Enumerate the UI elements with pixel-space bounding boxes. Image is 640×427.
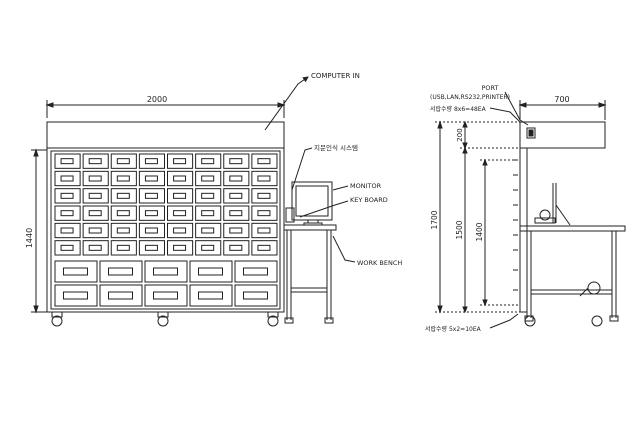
small-drawer — [110, 170, 137, 187]
large-drawer — [234, 284, 278, 307]
front-view — [31, 76, 356, 327]
small-drawer — [251, 153, 278, 169]
small-drawer — [223, 170, 250, 187]
small-drawer — [167, 188, 194, 204]
side-drawer-ticks — [513, 159, 518, 291]
large-drawer — [144, 284, 188, 307]
small-drawer-count-label: 서랍수량 8x6=48EA — [430, 105, 487, 113]
small-drawer — [195, 170, 222, 187]
height-dimension-label: 1440 — [25, 228, 34, 248]
small-drawer — [223, 240, 250, 256]
small-drawer — [167, 153, 194, 169]
large-drawer — [54, 260, 98, 283]
dim-1700-label: 1700 — [430, 210, 439, 229]
small-drawer — [54, 222, 81, 239]
small-drawer — [82, 188, 109, 204]
small-drawer — [223, 188, 250, 204]
large-drawer — [144, 260, 188, 283]
large-drawer — [99, 284, 143, 307]
small-drawer — [82, 205, 109, 221]
small-drawer — [167, 170, 194, 187]
small-drawer — [223, 153, 250, 169]
small-drawer — [54, 240, 81, 256]
small-drawer — [110, 240, 137, 256]
large-drawer-grid — [54, 260, 278, 307]
small-drawer — [54, 153, 81, 169]
caster-wheels — [51, 311, 279, 327]
small-drawer — [195, 205, 222, 221]
small-drawer — [251, 170, 278, 187]
small-drawer — [54, 188, 81, 204]
recognition-system-label: 지문인식 시스템 — [314, 143, 358, 152]
large-drawer — [99, 260, 143, 283]
small-drawer — [167, 240, 194, 256]
small-drawer — [251, 188, 278, 204]
computer-in-label: COMPUTER IN — [311, 72, 360, 80]
cabinet-top-panel — [46, 121, 285, 149]
small-drawer — [54, 205, 81, 221]
dim-1500-label: 1500 — [455, 220, 464, 239]
port-label: PORT — [481, 84, 498, 92]
small-drawer — [195, 240, 222, 256]
small-drawer — [54, 170, 81, 187]
large-drawer-count-label: 서랍수량 5x2=10EA — [425, 325, 482, 333]
small-drawer — [195, 188, 222, 204]
small-drawer — [138, 188, 165, 204]
small-drawer — [167, 222, 194, 239]
work-bench-side — [519, 225, 626, 322]
small-drawer — [138, 153, 165, 169]
small-drawer — [110, 153, 137, 169]
small-drawer — [251, 240, 278, 256]
depth-dimension-label: 700 — [554, 95, 569, 104]
small-drawer — [251, 205, 278, 221]
small-drawer — [110, 188, 137, 204]
cabinet-side — [519, 121, 606, 149]
small-drawer — [110, 205, 137, 221]
keyboard-label: KEY BOARD — [350, 196, 388, 204]
small-drawer — [223, 222, 250, 239]
small-drawer — [82, 170, 109, 187]
fingerprint-device — [285, 207, 295, 223]
small-drawer — [82, 153, 109, 169]
monitor-label: MONITOR — [350, 182, 382, 190]
port-detail-label: (USB,LAN,RS232,PRINTER) — [430, 94, 510, 101]
small-drawer — [110, 222, 137, 239]
small-drawer — [138, 205, 165, 221]
small-drawer — [138, 240, 165, 256]
small-drawer — [82, 222, 109, 239]
large-drawer — [54, 284, 98, 307]
small-drawer — [82, 240, 109, 256]
dim-200-label: 200 — [456, 128, 464, 141]
monitor — [291, 181, 333, 226]
small-drawer — [223, 205, 250, 221]
dim-1400-label: 1400 — [475, 222, 484, 241]
large-drawer — [234, 260, 278, 283]
side-view — [435, 91, 626, 329]
small-drawer — [138, 170, 165, 187]
large-drawer — [189, 284, 233, 307]
small-drawer — [195, 153, 222, 169]
small-drawer — [167, 205, 194, 221]
work-bench-label: WORK BENCH — [357, 259, 402, 267]
small-drawer-grid — [54, 153, 278, 256]
large-drawer — [189, 260, 233, 283]
small-drawer — [138, 222, 165, 239]
width-dimension-label: 2000 — [147, 95, 167, 104]
side-casters — [524, 315, 603, 327]
monitor-side — [534, 183, 571, 226]
work-bench-front — [283, 224, 337, 324]
small-drawer — [195, 222, 222, 239]
small-drawer — [251, 222, 278, 239]
